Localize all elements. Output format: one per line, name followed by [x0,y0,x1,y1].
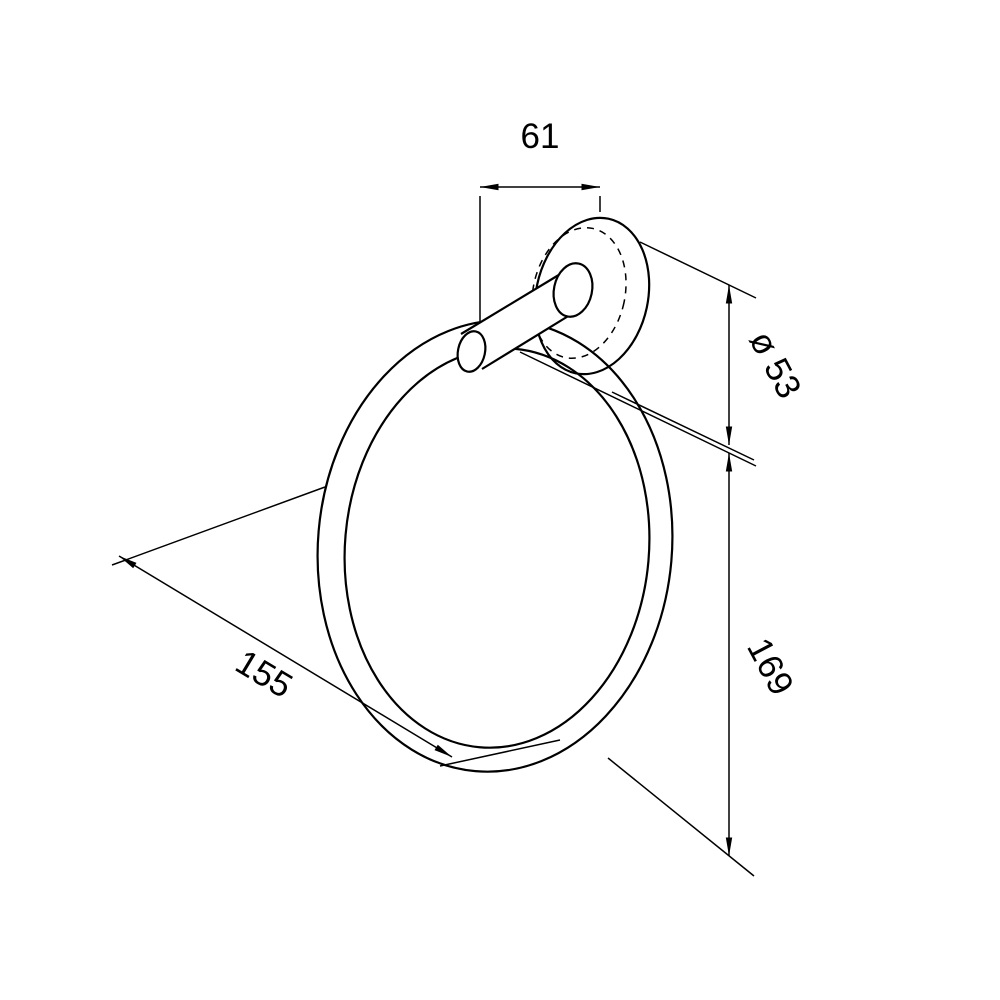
post-bottom-edge [481,306,584,370]
dimension-label-ring-height: 169 [739,632,801,702]
dimension-label-ring-width: 155 [229,642,299,706]
extension-line [111,486,326,566]
post-end-cap [456,330,487,373]
ring-inner-outline [343,347,651,749]
ring-outer-outline [316,319,674,773]
mount-plate-hidden-circle [531,226,627,360]
extension-line [611,391,755,461]
dimension-ring-width-155: 155 [111,486,561,767]
extension-line [519,351,757,467]
dimension-projection-61: 61 [479,117,601,322]
extension-line [607,757,755,877]
mounting-post [456,262,594,373]
post-top-edge [460,272,563,335]
post-collar [552,262,594,318]
extension-line [439,739,561,767]
extension-line [639,241,757,299]
dimension-ring-height-169: 169 [519,351,801,877]
dimension-label-projection: 61 [521,117,560,156]
dimension-label-plate-diameter: ø 53 [741,325,808,405]
dimension-line [118,555,453,758]
post-body-mask [461,273,583,369]
towel-ring [316,319,674,773]
